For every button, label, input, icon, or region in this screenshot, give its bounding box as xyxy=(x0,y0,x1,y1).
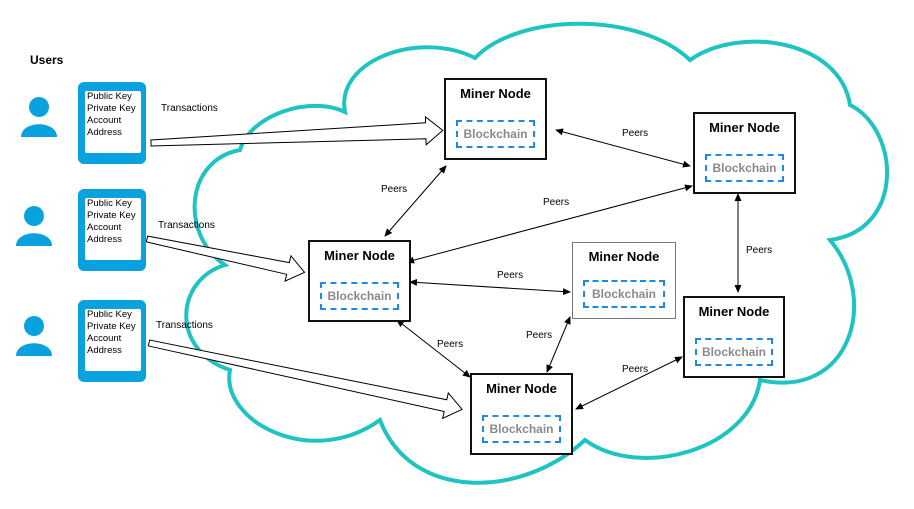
peers-label: Peers xyxy=(622,364,649,375)
address-label: Address xyxy=(87,127,122,138)
account-label: Account xyxy=(87,222,122,233)
peers-label: Peers xyxy=(381,184,408,195)
device-screen: Public Key Private Key Account Address xyxy=(85,198,141,260)
account-label: Account xyxy=(87,333,122,344)
users-title: Users xyxy=(30,53,64,67)
miner-node: Miner Node Blockchain xyxy=(308,240,411,322)
peers-label: Peers xyxy=(543,197,570,208)
peer-link xyxy=(396,319,471,378)
peer-link xyxy=(546,316,571,373)
device-screen: Public Key Private Key Account Address xyxy=(85,91,141,153)
peers-label: Peers xyxy=(526,330,553,341)
user-device: Public Key Private Key Account Address xyxy=(78,300,146,382)
public-key-label: Public Key xyxy=(87,309,132,320)
address-label: Address xyxy=(87,345,122,356)
address-label: Address xyxy=(87,234,122,245)
blockchain-box: Blockchain xyxy=(695,338,773,366)
user-icon xyxy=(21,97,57,137)
miner-node-title: Miner Node xyxy=(486,381,557,396)
miner-node-title: Miner Node xyxy=(324,248,395,263)
miner-node-title: Miner Node xyxy=(698,304,770,319)
blockchain-box: Blockchain xyxy=(705,154,784,182)
blockchain-box: Blockchain xyxy=(456,120,535,148)
peer-link xyxy=(575,356,683,410)
transactions-label: Transactions xyxy=(161,103,218,114)
public-key-label: Public Key xyxy=(87,198,132,209)
peers-label: Peers xyxy=(497,270,524,281)
miner-node-title: Miner Node xyxy=(460,86,531,101)
transaction-arrow xyxy=(150,115,444,147)
miner-node: Miner Node Blockchain xyxy=(444,78,547,160)
peer-link xyxy=(555,128,691,168)
private-key-label: Private Key xyxy=(87,321,136,332)
transaction-arrow xyxy=(147,339,463,420)
transactions-label: Transactions xyxy=(158,220,215,231)
private-key-label: Private Key xyxy=(87,210,136,221)
user-device: Public Key Private Key Account Address xyxy=(78,82,146,164)
transaction-arrow xyxy=(145,235,306,283)
miner-node: Miner Node Blockchain xyxy=(683,296,785,378)
user-icon xyxy=(16,206,52,246)
private-key-label: Private Key xyxy=(87,103,136,114)
account-label: Account xyxy=(87,115,122,126)
public-key-label: Public Key xyxy=(87,91,132,102)
peers-label: Peers xyxy=(746,245,773,256)
blockchain-box: Blockchain xyxy=(482,415,561,443)
transactions-label: Transactions xyxy=(156,320,213,331)
peers-label: Peers xyxy=(622,128,649,139)
miner-node: Miner Node Blockchain xyxy=(572,242,676,319)
peer-link xyxy=(406,184,693,264)
user-icon xyxy=(16,316,52,356)
miner-node: Miner Node Blockchain xyxy=(470,373,573,455)
miner-node: Miner Node Blockchain xyxy=(693,112,796,194)
peer-link xyxy=(409,278,571,296)
miner-node-title: Miner Node xyxy=(588,249,660,264)
miner-node-title: Miner Node xyxy=(709,120,780,135)
peers-label: Peers xyxy=(437,339,464,350)
device-screen: Public Key Private Key Account Address xyxy=(85,309,141,371)
user-device: Public Key Private Key Account Address xyxy=(78,189,146,271)
blockchain-box: Blockchain xyxy=(320,282,399,310)
blockchain-box: Blockchain xyxy=(583,280,665,308)
